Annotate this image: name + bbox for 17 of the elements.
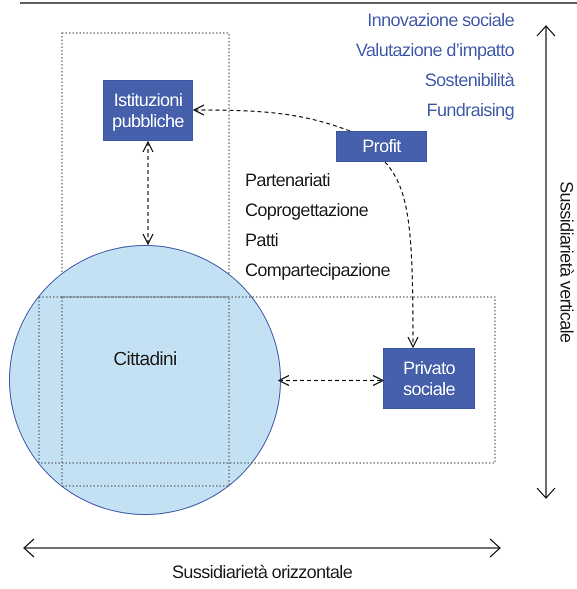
axis-label: Sussidiarietà orizzontale [172,562,352,584]
arrow [278,374,384,386]
arrow [193,104,350,132]
process-box: Profit [336,131,427,162]
topic-label: Sostenibilità [424,70,514,92]
topic-label: Fundraising [426,100,514,122]
process-box: Istituzioni pubbliche [103,80,193,141]
topic-label: Valutazione d’impatto [356,40,514,62]
activity-label: Partenariati [245,170,330,192]
axis-label: Sussidiarietà verticale [554,181,576,342]
activity-label: Coprogettazione [245,200,368,222]
arrow [384,162,419,348]
activity-label: Patti [245,230,278,252]
topic-label: Innovazione sociale [367,10,514,32]
activity-label: Compartecipazione [245,260,390,282]
arrow [142,141,154,245]
process-box: Privato sociale [383,348,475,409]
